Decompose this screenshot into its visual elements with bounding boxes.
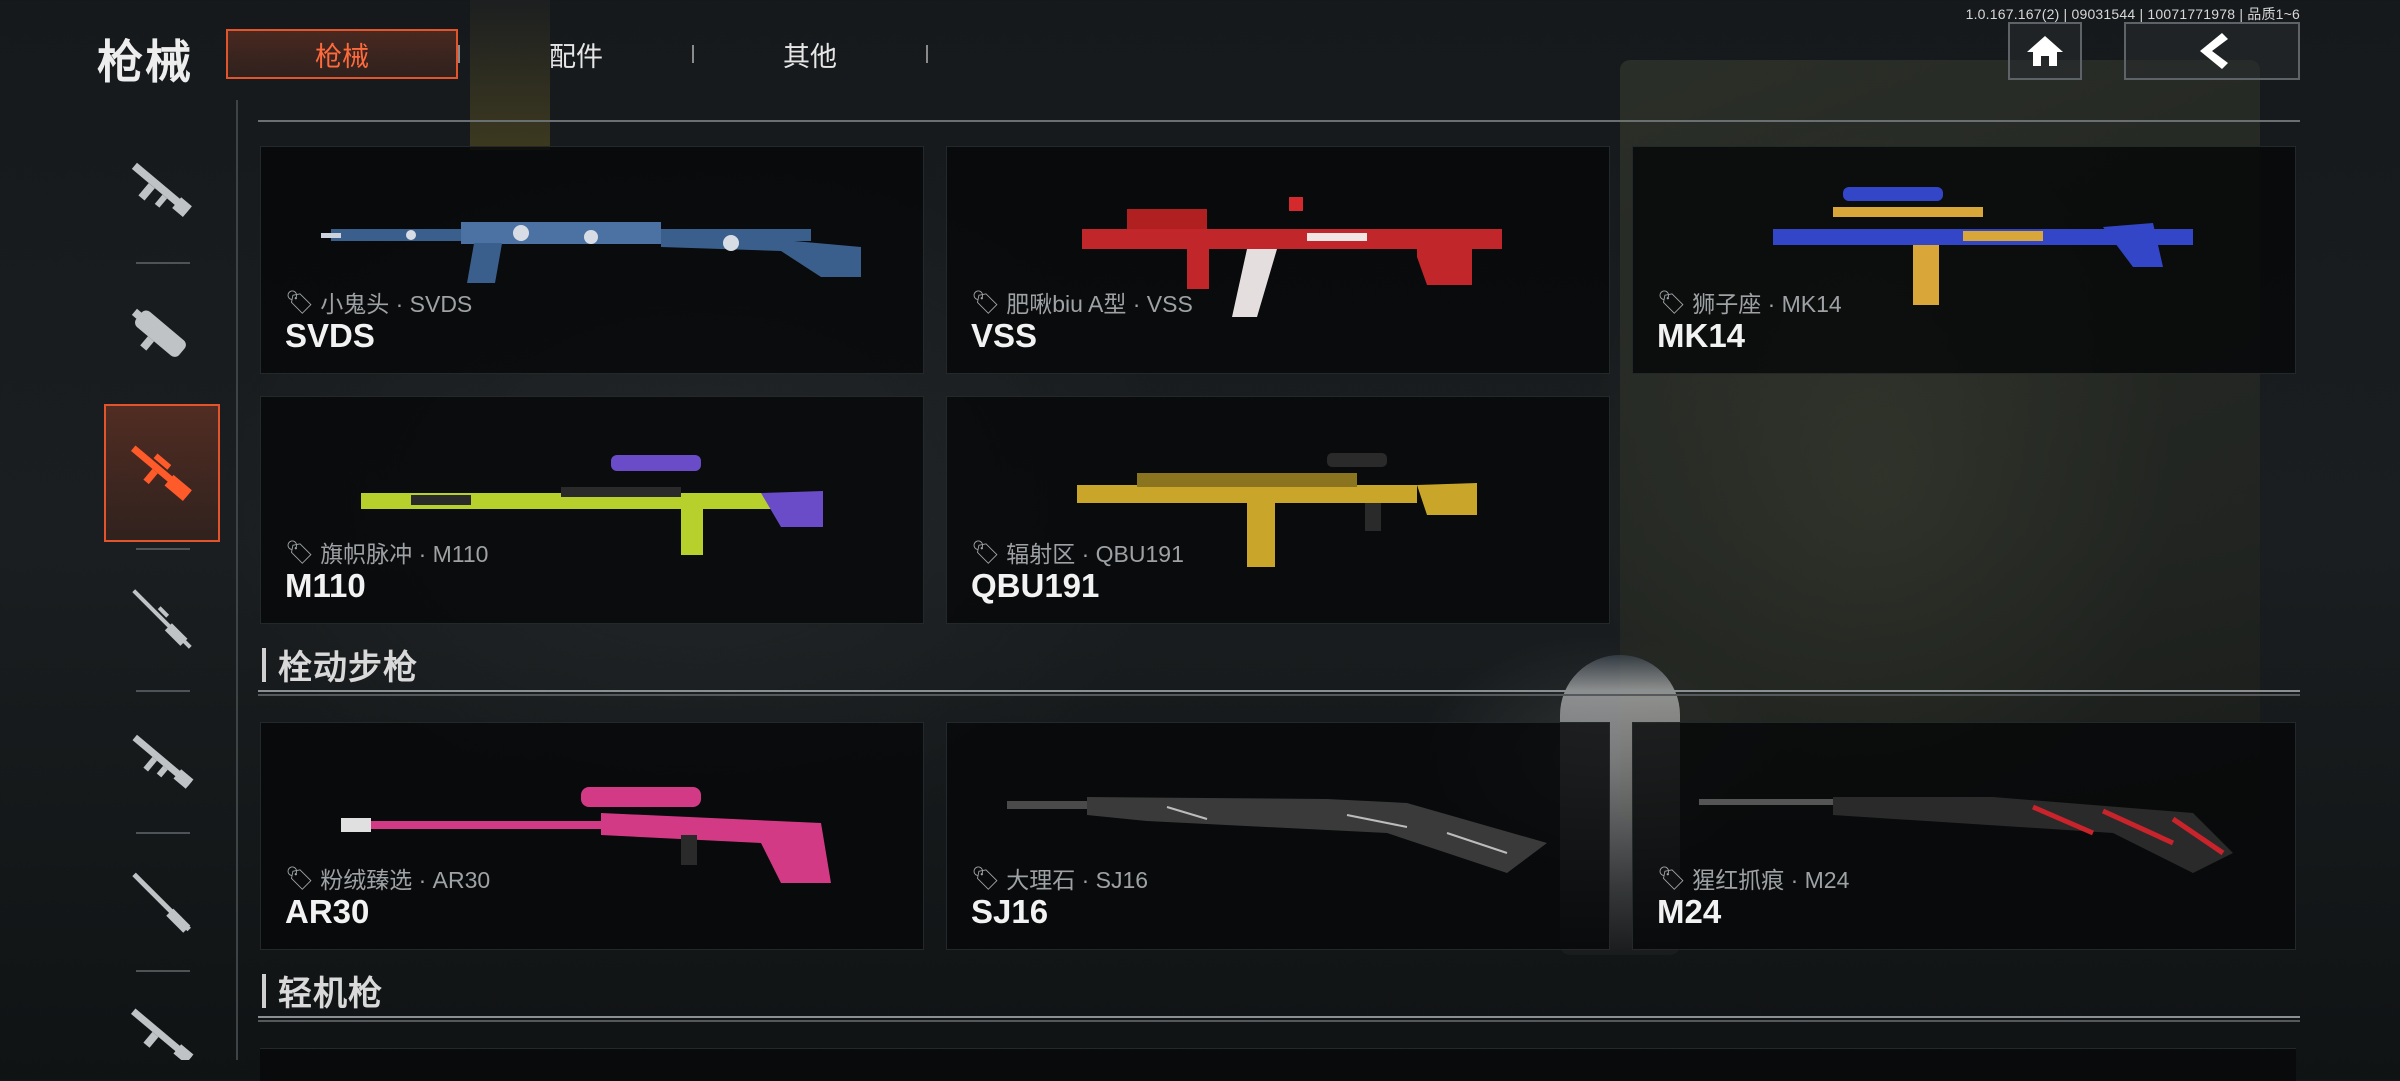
weapon-card-m24[interactable]: 🏷猩红抓痕 · M24 M24 [1632, 722, 2296, 950]
tag-icon: 🏷 [1657, 864, 1687, 891]
marksman-rifle-icon [130, 445, 192, 501]
weapon-name: QBU191 [971, 567, 1100, 604]
sidebar-item-sniper-rifle[interactable] [104, 550, 220, 688]
sidebar-divider [236, 100, 238, 1060]
weapon-card-qbu191[interactable]: 🏷辐射区 · QBU191 QBU191 [946, 396, 1610, 624]
shotgun-icon [132, 872, 191, 933]
tab-separator [692, 45, 694, 63]
skin-label: 🏷小鬼头 · SVDS [285, 288, 473, 318]
ar30-gun-image [341, 787, 831, 883]
assault-rifle-icon [131, 162, 192, 217]
skin-label: 🏷猩红抓痕 · M24 [1657, 864, 1850, 894]
tab-separator [926, 45, 928, 63]
background-post [470, 0, 550, 150]
weapon-name: M24 [1657, 893, 1722, 930]
tag-icon: 🏷 [971, 288, 1001, 315]
sidebar-separator [136, 690, 190, 692]
weapon-name: M110 [285, 567, 366, 604]
sidebar-item-shotgun[interactable] [104, 834, 220, 972]
chevron-left-icon [2200, 33, 2228, 69]
m110-gun-image [361, 455, 823, 555]
tab-separator [458, 45, 460, 63]
m24-gun-image [1699, 797, 2233, 873]
version-info: 1.0.167.167(2) | 09031544 | 10071771978 … [1965, 6, 2300, 22]
section-title-bolt-action: 栓动步枪 [262, 640, 418, 689]
skin-label: 🏷旗帜脉冲 · M110 [285, 538, 489, 568]
tag-icon: 🏷 [285, 288, 315, 315]
tab-guns[interactable]: 枪械 [226, 29, 458, 79]
page-title: 枪械 [97, 36, 193, 88]
home-icon [2027, 36, 2063, 66]
smg-icon [131, 308, 186, 357]
vss-gun-image [1082, 197, 1502, 317]
tag-icon: 🏷 [285, 864, 315, 891]
header-divider [258, 120, 2300, 122]
tag-icon: 🏷 [971, 864, 1001, 891]
tab-others[interactable]: 其他 [783, 41, 837, 72]
sidebar-item-machine-gun[interactable] [104, 972, 220, 1060]
section-title-lmg: 轻机枪 [262, 966, 383, 1015]
weapon-name: AR30 [285, 893, 370, 930]
skin-label: 🏷大理石 · SJ16 [971, 864, 1149, 894]
skin-label: 🏷辐射区 · QBU191 [971, 538, 1184, 568]
sidebar-separator [136, 970, 190, 972]
rifle-icon [132, 734, 194, 789]
svds-gun-image [321, 222, 861, 283]
tag-icon: 🏷 [1657, 288, 1687, 315]
weapon-card-vss[interactable]: 🏷肥啾biu A型 · VSS VSS [946, 146, 1610, 374]
back-button[interactable] [2124, 22, 2300, 80]
next-row-cards-partial [260, 1048, 2296, 1081]
mk14-gun-image [1773, 187, 2193, 305]
sidebar-item-rifle[interactable] [104, 692, 220, 830]
weapon-card-sj16[interactable]: 🏷大理石 · SJ16 SJ16 [946, 722, 1610, 950]
section-divider [258, 1016, 2300, 1022]
sidebar-item-marksman-rifle[interactable] [104, 404, 220, 542]
weapon-name: VSS [971, 317, 1038, 354]
sidebar-separator [136, 548, 190, 550]
sj16-gun-image [1007, 797, 1547, 873]
weapon-card-ar30[interactable]: 🏷粉绒臻选 · AR30 AR30 [260, 722, 924, 950]
tab-attachments[interactable]: 配件 [549, 41, 603, 72]
sidebar-item-assault-rifle[interactable] [104, 120, 220, 258]
sniper-rifle-icon [132, 589, 192, 649]
section-divider [258, 690, 2300, 696]
sidebar-separator [136, 832, 190, 834]
skin-label: 🏷粉绒臻选 · AR30 [285, 864, 491, 894]
weapon-card-m110[interactable]: 🏷旗帜脉冲 · M110 M110 [260, 396, 924, 624]
skin-label: 🏷狮子座 · MK14 [1657, 288, 1842, 318]
weapon-name: SJ16 [971, 893, 1049, 930]
sidebar-separator [136, 262, 190, 264]
home-button[interactable] [2008, 22, 2082, 80]
sidebar-item-smg[interactable] [104, 266, 220, 404]
weapon-name: SVDS [285, 317, 375, 354]
weapon-card-mk14[interactable]: 🏷狮子座 · MK14 MK14 [1632, 146, 2296, 374]
tag-icon: 🏷 [285, 538, 315, 565]
weapon-type-sidebar [104, 120, 222, 1060]
weapon-name: MK14 [1657, 317, 1746, 354]
category-tabs: 枪械 配件 其他 [226, 28, 928, 80]
weapon-card-svds[interactable]: 🏷小鬼头 · SVDS SVDS [260, 146, 924, 374]
qbu191-gun-image [1077, 453, 1477, 567]
tag-icon: 🏷 [971, 538, 1001, 565]
machine-gun-icon [130, 1008, 194, 1060]
skin-label: 🏷肥啾biu A型 · VSS [971, 288, 1193, 318]
